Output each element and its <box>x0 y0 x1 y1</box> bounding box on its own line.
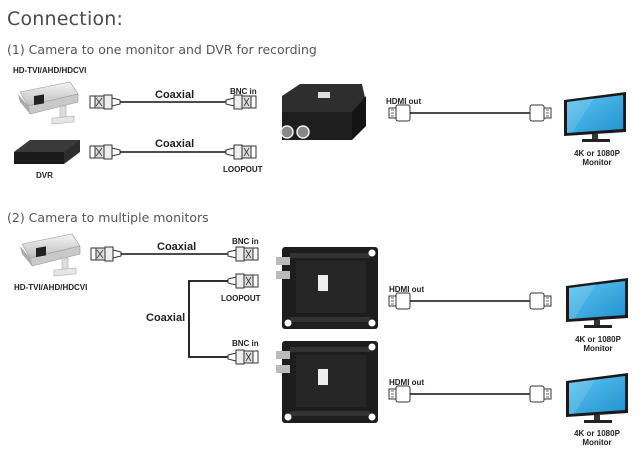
hdmi-out-label: HDMI out <box>386 97 422 106</box>
hdmi-out-label: HDMI out <box>389 378 425 387</box>
hdmi-out-label: HDMI out <box>389 285 425 294</box>
bnc-in-label: BNC in <box>232 339 259 348</box>
coaxial-label: Coaxial <box>155 138 195 150</box>
section-1-heading: (1) Camera to one monitor and DVR for re… <box>7 42 317 57</box>
camera-icon <box>17 81 79 125</box>
monitor-label: 4K or 1080P Monitor <box>562 149 632 167</box>
coaxial-cable-2 <box>89 144 257 160</box>
hdmi-cable-2 <box>388 292 552 310</box>
monitor-icon <box>566 373 628 423</box>
hd-converter-board-1 <box>276 247 378 329</box>
dvr-icon <box>14 140 80 164</box>
monitor-label-line1: 4K or 1080P <box>574 149 620 158</box>
coaxial-label: Coaxial <box>146 312 186 324</box>
monitor-label-line2: Monitor <box>582 158 612 167</box>
coaxial-cable-3 <box>90 246 259 262</box>
monitor-label-line2: Monitor <box>583 344 613 353</box>
hdmi-cable-1 <box>388 104 552 122</box>
loopout-label: LOOPOUT <box>223 165 263 174</box>
monitor-label-line2: Monitor <box>582 438 612 447</box>
coaxial-link-cable <box>188 273 259 365</box>
bnc-in-label: BNC in <box>232 237 259 246</box>
monitor-icon <box>566 278 628 328</box>
hd-converter-device <box>276 84 366 144</box>
loopout-label: LOOPOUT <box>221 294 261 303</box>
camera-label: HD-TVI/AHD/HDCVI <box>14 283 88 292</box>
monitor-label: 4K or 1080P Monitor <box>562 429 632 447</box>
monitor-label: 4K or 1080P Monitor <box>563 335 633 353</box>
hdmi-cable-3 <box>388 385 552 403</box>
coaxial-cable-1 <box>89 94 257 110</box>
monitor-icon <box>564 92 626 142</box>
monitor-label-line1: 4K or 1080P <box>575 335 621 344</box>
section-2-heading: (2) Camera to multiple monitors <box>7 210 209 225</box>
coaxial-label: Coaxial <box>155 89 195 101</box>
page-title: Connection: <box>7 8 124 30</box>
dvr-label: DVR <box>36 171 53 180</box>
monitor-label-line1: 4K or 1080P <box>574 429 620 438</box>
camera-label: HD-TVI/AHD/HDCVI <box>13 66 87 75</box>
camera-icon <box>19 233 81 277</box>
bnc-in-label: BNC in <box>230 87 257 96</box>
hd-converter-board-2 <box>276 341 378 423</box>
coaxial-label: Coaxial <box>157 241 197 253</box>
